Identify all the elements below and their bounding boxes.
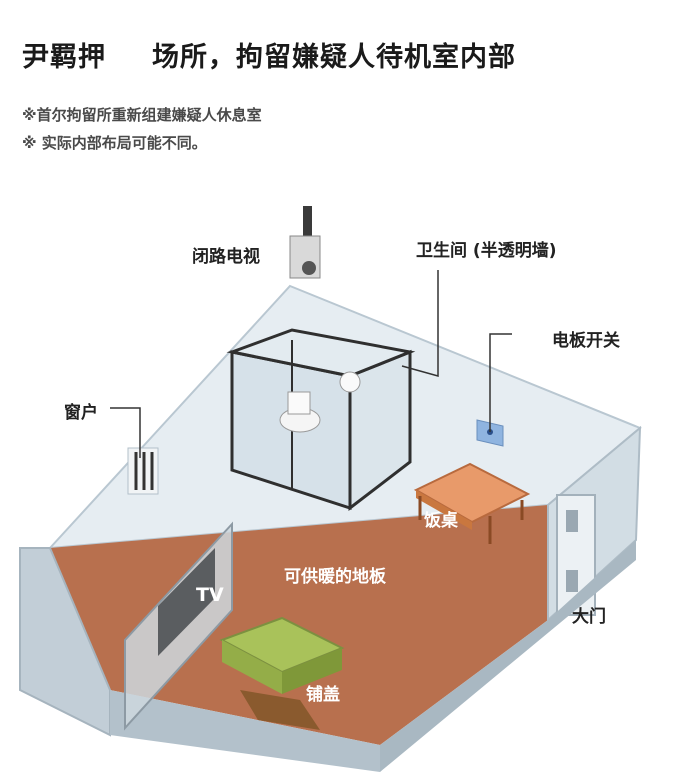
label-door: 大门 xyxy=(572,607,606,627)
page-title: 尹羁押 场所，拘留嫌疑人待机室内部 xyxy=(22,28,516,80)
door-window-bottom xyxy=(566,570,578,592)
note-1: ※首尔拘留所重新组建嫌疑人休息室 xyxy=(22,106,262,124)
label-bedding: 铺盖 xyxy=(306,685,340,705)
title-text: 场所，拘留嫌疑人待机室内部 xyxy=(152,41,516,73)
window xyxy=(127,447,159,495)
heated-floor xyxy=(50,505,548,745)
door-window-top xyxy=(566,510,578,532)
note-2: ※ 实际内部布局可能不同。 xyxy=(22,134,207,152)
label-window: 窗户 xyxy=(64,403,98,423)
toilet-cubicle xyxy=(226,328,416,512)
label-cctv: 闭路电视 xyxy=(192,247,260,267)
tv xyxy=(124,521,233,731)
label-switch: 电板开关 xyxy=(552,331,620,351)
label-table: 饭桌 xyxy=(424,511,458,531)
leader-lines xyxy=(110,270,512,458)
label-floor: 可供暖的地板 xyxy=(284,567,386,587)
front-wall xyxy=(110,690,380,772)
label-toilet: 卫生间 (半透明墙) xyxy=(416,241,557,261)
dining-table xyxy=(413,462,531,544)
bedding xyxy=(219,616,345,730)
title-name: 尹羁押 xyxy=(22,41,106,73)
front-right-wall xyxy=(380,540,636,772)
cctv-camera xyxy=(289,206,321,279)
label-tv: TV xyxy=(196,584,224,606)
